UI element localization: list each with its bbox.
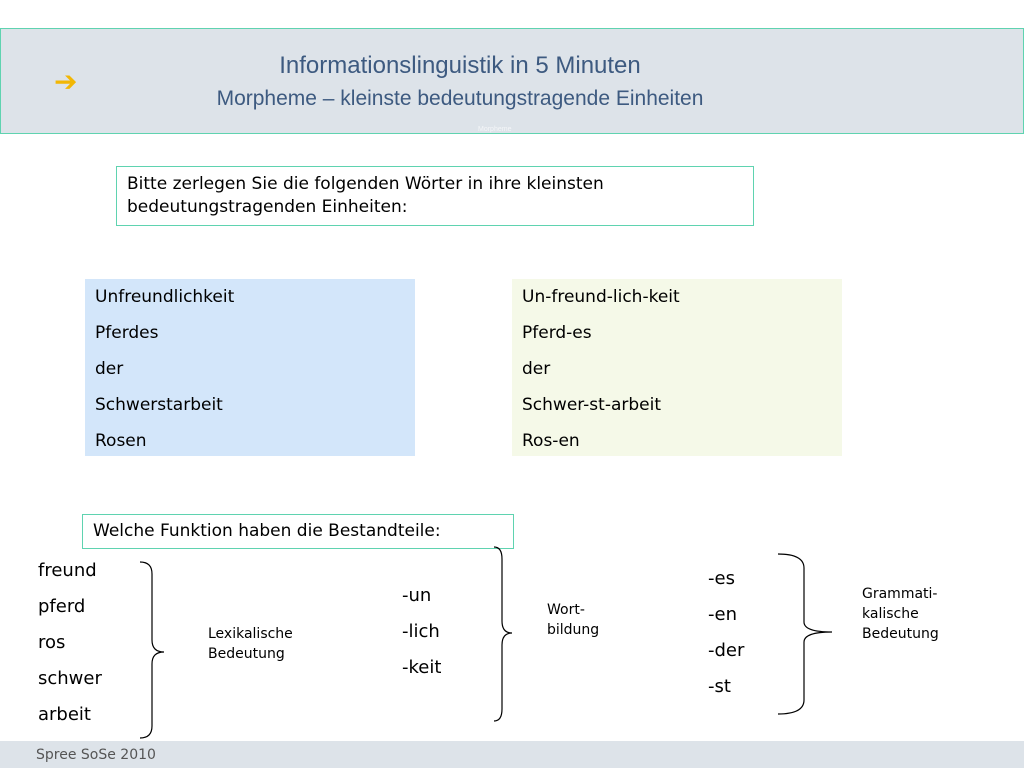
list-item: Ros-en (522, 431, 580, 451)
list-item: -keit (402, 657, 442, 678)
list-item: Schwerstarbeit (95, 395, 223, 415)
wordformation-morpheme-list: -un -lich -keit (402, 578, 441, 686)
list-item: Rosen (95, 431, 147, 451)
slide-title: Informationslinguistik in 5 Minuten (279, 52, 641, 79)
wordformation-brace-icon (493, 546, 513, 722)
list-item: arbeit (38, 704, 91, 725)
word-list-segmented: Un-freund-lich-keit Pferd-es der Schwer-… (512, 279, 842, 456)
list-item: freund (38, 560, 97, 581)
question-box: Welche Funktion haben die Bestandteile: (82, 514, 514, 549)
word-list-original: Unfreundlichkeit Pferdes der Schwerstarb… (85, 279, 415, 456)
lexical-morpheme-list: freund pferd ros schwer arbeit (38, 553, 102, 733)
list-item: Pferdes (95, 323, 159, 343)
faint-header-text: Morpheme (478, 126, 512, 133)
list-item: ros (38, 632, 66, 653)
list-item: Schwer-st-arbeit (522, 395, 662, 415)
slide-subtitle: Morpheme – kleinste bedeutungstragende E… (216, 87, 704, 110)
list-item: der (95, 359, 124, 379)
grammatical-brace-icon (777, 553, 833, 715)
list-item: Un-freund-lich-keit (522, 287, 680, 307)
header-bar (0, 28, 1024, 134)
footer-text: Spree SoSe 2010 (36, 747, 156, 763)
list-item: Unfreundlichkeit (95, 287, 235, 307)
list-item: -st (708, 676, 731, 697)
grammatical-meaning-label: Grammati- kalische Bedeutung (862, 586, 939, 642)
list-item: -lich (402, 621, 440, 642)
arrow-right-icon: ➔ (54, 65, 78, 98)
list-item: schwer (38, 668, 102, 689)
wordformation-label: Wort- bildung (547, 602, 600, 638)
task-text: Bitte zerlegen Sie die folgenden Wörter … (127, 174, 604, 217)
footer-bar: Spree SoSe 2010 (0, 741, 1024, 768)
list-item: Pferd-es (522, 323, 592, 343)
task-box: Bitte zerlegen Sie die folgenden Wörter … (116, 166, 754, 226)
lexical-meaning-label: Lexikalische Bedeutung (208, 626, 293, 662)
list-item: -es (708, 568, 735, 589)
lexical-brace-icon (139, 561, 165, 739)
question-text: Welche Funktion haben die Bestandteile: (93, 521, 441, 541)
list-item: -un (402, 585, 432, 606)
list-item: -en (708, 604, 737, 625)
grammatical-morpheme-list: -es -en -der -st (708, 561, 744, 705)
list-item: pferd (38, 596, 86, 617)
list-item: der (522, 359, 551, 379)
list-item: -der (708, 640, 745, 661)
